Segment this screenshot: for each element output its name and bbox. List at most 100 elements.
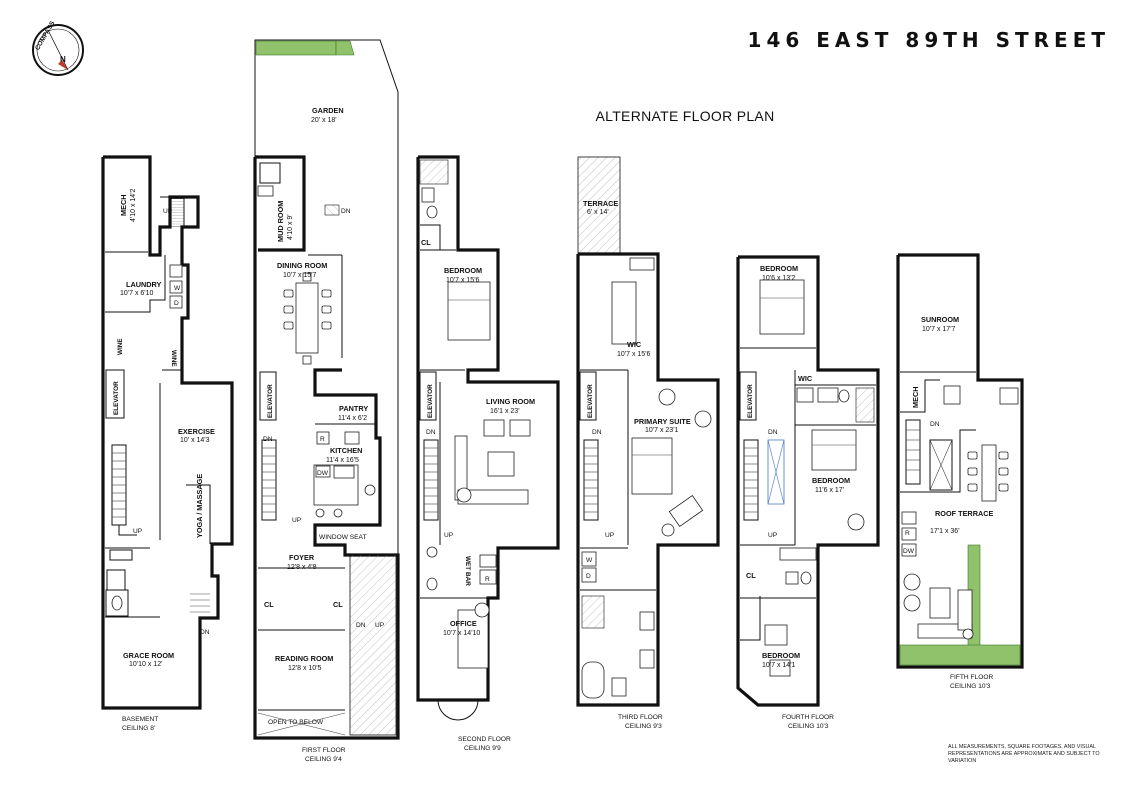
- first-garden-dims: 20' x 18': [311, 117, 337, 124]
- first-reading-dims: 12'8 x 10'5: [288, 665, 322, 672]
- first-foyer-dims: 12'8 x 4'8: [287, 564, 317, 571]
- third-floor-plan: TERRACE 6' x 14' WIC 10'7 x 15'6 PRIMARY…: [576, 156, 720, 730]
- fifth-floor-plan: SUNROOM 10'7 x 17'7 MECH ROOF TERRACE 17…: [896, 253, 1024, 690]
- fourth-bedroom-b-dims: 11'6 x 17': [815, 487, 844, 494]
- fourth-closet-label: CL: [746, 571, 756, 580]
- third-wic-name: WIC: [627, 340, 642, 349]
- second-bedroom-dims: 10'7 x 15'6: [446, 277, 480, 284]
- fifth-floor-title: FIFTH FLOOR: [950, 674, 993, 681]
- basement-dn-label: DN: [200, 629, 210, 636]
- first-dining-name: DINING ROOM: [277, 261, 327, 270]
- second-elevator-label: ELEVATOR: [427, 384, 434, 418]
- third-primary-name: PRIMARY SUITE: [634, 417, 691, 426]
- third-up-label: UP: [605, 532, 615, 539]
- first-garden-name: GARDEN: [312, 106, 344, 115]
- second-floor-plan: BEDROOM 10'7 x 15'6 LIVING ROOM 16'1 x 2…: [416, 155, 560, 752]
- fifth-roof-dims: 17'1 x 36': [930, 528, 960, 535]
- basement-exercise-name: EXERCISE: [178, 427, 215, 436]
- first-pantry-name: PANTRY: [339, 404, 368, 413]
- second-living-dims: 16'1 x 23': [490, 408, 520, 415]
- third-primary-dims: 10'7 x 23'1: [645, 427, 679, 434]
- basement-plan: MECH 4'10 x 14'2 LAUNDRY 10'7 x 6'10 EXE…: [101, 155, 234, 732]
- fourth-bedroom-c-dims: 10'7 x 14'1: [762, 662, 796, 669]
- third-terrace-dims: 6' x 14': [587, 209, 609, 216]
- first-floor-plan: GARDEN 20' x 18' MUD ROOM 4'10 x 9' DINI…: [253, 39, 400, 763]
- fifth-dishwasher-label: DW: [903, 548, 915, 555]
- fifth-dn-label: DN: [930, 421, 940, 428]
- basement-up-label-2: UP: [163, 208, 173, 215]
- first-dishwasher-label: DW: [317, 470, 329, 477]
- fifth-roof-name: ROOF TERRACE: [935, 509, 994, 518]
- fifth-fridge-label: R: [905, 530, 910, 537]
- first-dn-label-2: DN: [263, 436, 273, 443]
- first-floor-ceiling: CEILING 9'4: [305, 756, 342, 763]
- first-reading-name: READING ROOM: [275, 654, 333, 663]
- first-mud-dims: 4'10 x 9': [287, 214, 294, 240]
- second-floor-ceiling: CEILING 9'9: [464, 745, 501, 752]
- disclaimer: ALL MEASUREMENTS, SQUARE FOOTAGES, AND V…: [948, 744, 1100, 764]
- fifth-mech-name: MECH: [911, 387, 920, 409]
- fourth-bedroom-b-name: BEDROOM: [812, 476, 850, 485]
- fourth-wic-name: WIC: [798, 374, 813, 383]
- fourth-bedroom-a-dims: 10'6 x 13'2: [762, 275, 796, 282]
- basement-mech-name: MECH: [119, 195, 128, 217]
- first-open-below: OPEN TO BELOW: [268, 719, 324, 726]
- third-elevator-label: ELEVATOR: [587, 384, 594, 418]
- first-pantry-dims: 11'4 x 6'2: [338, 415, 367, 422]
- basement-mech-dims: 4'10 x 14'2: [130, 188, 137, 222]
- basement-laundry-name: LAUNDRY: [126, 280, 162, 289]
- third-dn-label: DN: [592, 429, 602, 436]
- first-closet-label-2: CL: [333, 600, 343, 609]
- first-dn-label: DN: [341, 208, 351, 215]
- first-kitchen-dims: 11'4 x 16'5: [326, 457, 359, 464]
- compass-north-label: N: [60, 55, 66, 64]
- fifth-sunroom-dims: 10'7 x 17'7: [922, 326, 956, 333]
- basement-laundry-dims: 10'7 x 6'10: [120, 290, 154, 297]
- fifth-sunroom-name: SUNROOM: [921, 315, 959, 324]
- first-elevator-label: ELEVATOR: [267, 384, 274, 418]
- third-floor-ceiling: CEILING 9'3: [625, 723, 662, 730]
- second-bedroom-name: BEDROOM: [444, 266, 482, 275]
- third-dryer-label: D: [586, 573, 591, 580]
- second-wet-bar-label: WET BAR: [464, 556, 471, 586]
- basement-wine-label-2: WINE: [170, 350, 177, 367]
- second-office-dims: 10'7 x 14'10: [443, 630, 480, 637]
- first-floor-title: FIRST FLOOR: [302, 747, 346, 754]
- fourth-up-label: UP: [768, 532, 778, 539]
- fourth-floor-title: FOURTH FLOOR: [782, 714, 834, 721]
- first-closet-label: CL: [264, 600, 274, 609]
- fourth-elevator-label: ELEVATOR: [747, 384, 754, 418]
- third-terrace-name: TERRACE: [583, 199, 618, 208]
- basement-wine-label: WINE: [117, 338, 124, 355]
- first-window-seat: WINDOW SEAT: [319, 534, 367, 541]
- second-fridge-label: R: [485, 576, 490, 583]
- fourth-bedroom-c-name: BEDROOM: [762, 651, 800, 660]
- fifth-floor-ceiling: CEILING 10'3: [950, 683, 991, 690]
- second-living-name: LIVING ROOM: [486, 397, 535, 406]
- basement-up-label: UP: [133, 528, 143, 535]
- first-dn-label-3: DN: [356, 622, 366, 629]
- second-closet-label: CL: [421, 238, 431, 247]
- first-fridge-label: R: [320, 436, 325, 443]
- second-up-label: UP: [444, 532, 454, 539]
- first-up-label: UP: [375, 622, 385, 629]
- basement-title: BASEMENT: [122, 716, 158, 723]
- basement-yoga-name: YOGA / MASSAGE: [195, 474, 204, 538]
- first-mud-name: MUD ROOM: [276, 201, 285, 242]
- third-floor-title: THIRD FLOOR: [618, 714, 663, 721]
- fourth-bedroom-a-name: BEDROOM: [760, 264, 798, 273]
- first-foyer-name: FOYER: [289, 553, 315, 562]
- first-dining-dims: 10'7 x 15'7: [283, 272, 317, 279]
- basement-grace-dims: 10'10 x 12': [129, 661, 162, 668]
- second-dn-label: DN: [426, 429, 436, 436]
- address-title: 146 EAST 89TH STREET: [747, 28, 1110, 52]
- first-kitchen-name: KITCHEN: [330, 446, 362, 455]
- second-floor-title: SECOND FLOOR: [458, 736, 511, 743]
- fourth-floor-plan: BEDROOM 10'6 x 13'2 WIC BEDROOM 11'6 x 1…: [736, 255, 880, 730]
- fourth-dn-label: DN: [768, 429, 778, 436]
- second-office-name: OFFICE: [450, 619, 477, 628]
- third-wic-dims: 10'7 x 15'6: [617, 351, 651, 358]
- basement-exercise-dims: 10' x 14'3: [180, 437, 210, 444]
- fourth-floor-ceiling: CEILING 10'3: [788, 723, 829, 730]
